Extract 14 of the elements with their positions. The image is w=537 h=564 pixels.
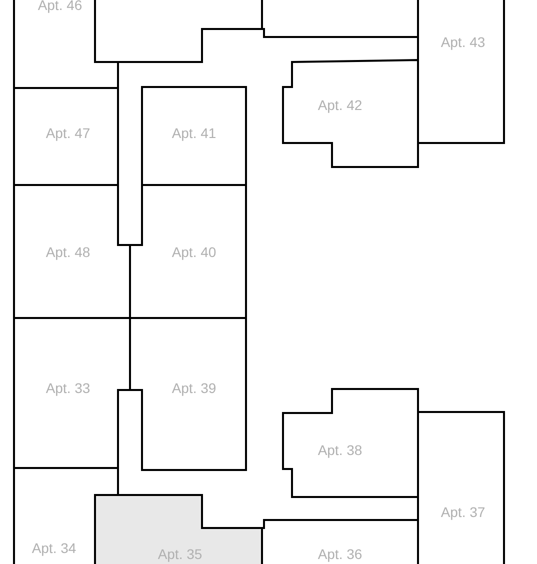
apartment-label: Apt. 43 xyxy=(440,34,486,50)
apartment-label: Apt. 41 xyxy=(172,125,216,141)
apartment-label: Apt. 37 xyxy=(440,504,486,520)
apartment-label: Apt. 35 xyxy=(158,546,202,562)
apartment-label: Apt. 46 xyxy=(38,0,82,13)
apartment-label: Apt. 39 xyxy=(172,380,216,396)
apartment-label: Apt. 36 xyxy=(318,546,362,562)
apartment-label: Apt. 40 xyxy=(172,244,216,260)
apartment-label: Apt. 34 xyxy=(32,540,76,556)
apartment-label: Apt. 48 xyxy=(46,244,90,260)
apartment-label: Apt. 42 xyxy=(318,97,362,113)
apartment-label: Apt. 47 xyxy=(46,125,90,141)
apartment-label: Apt. 38 xyxy=(318,442,362,458)
apartment-label: Apt. 33 xyxy=(46,380,90,396)
